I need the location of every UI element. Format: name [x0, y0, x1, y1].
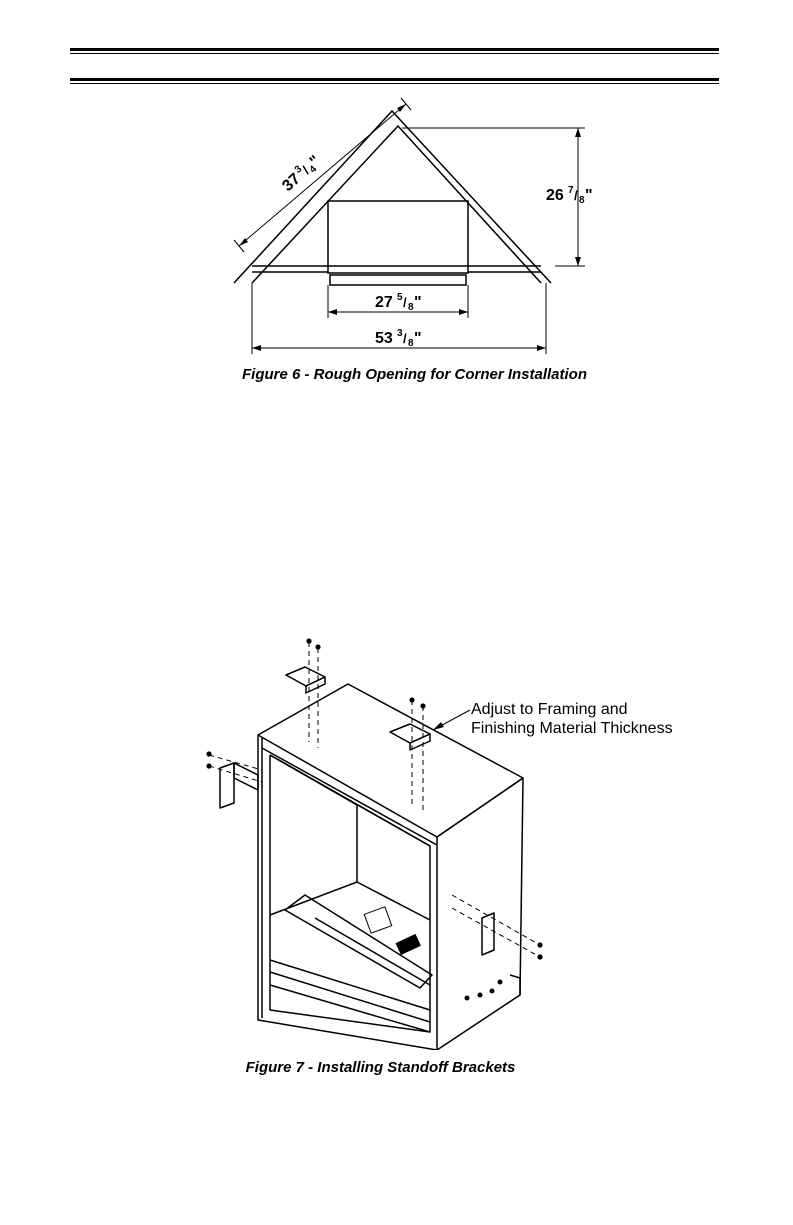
fireplace-box	[328, 201, 468, 273]
svg-text:": "	[414, 294, 422, 311]
dimension-outer-width: 53 3 / 8 "	[375, 328, 422, 349]
svg-text:/: /	[403, 331, 407, 346]
standoff-bracket-left	[220, 763, 258, 808]
corner-wall-inner	[252, 126, 541, 283]
dimension-height: 26 7 / 8 "	[546, 185, 593, 206]
svg-text:53: 53	[375, 330, 393, 347]
callout-line-2: Finishing Material Thickness	[471, 720, 673, 737]
svg-text:/: /	[574, 188, 578, 203]
svg-text:": "	[414, 330, 422, 347]
standoff-bracket-top-right	[390, 724, 430, 750]
svg-text:27: 27	[375, 294, 393, 311]
dimension-inner-width: 27 5 / 8 "	[375, 292, 422, 313]
standoff-bracket-right	[482, 913, 494, 955]
figure-6-caption: Figure 6 - Rough Opening for Corner Inst…	[18, 366, 793, 383]
figure-7-caption: Figure 7 - Installing Standoff Brackets	[0, 1059, 777, 1076]
figure-7-diagram: Adjust to Framing and Finishing Material…	[0, 620, 793, 1050]
svg-text:/: /	[403, 295, 407, 310]
fireplace-base	[330, 275, 466, 285]
svg-text:": "	[585, 187, 593, 204]
dimension-diagonal: 37 3 / 4 "	[278, 151, 325, 196]
standoff-bracket-top-left	[286, 667, 325, 693]
svg-text:26: 26	[546, 187, 564, 204]
callout-line-1: Adjust to Framing and	[471, 701, 628, 718]
figure-6-diagram: 37 3 / 4 " 26 7 / 8 " 27 5 / 8 " 53 3 / …	[0, 0, 793, 400]
corner-wall-outer	[234, 111, 551, 283]
